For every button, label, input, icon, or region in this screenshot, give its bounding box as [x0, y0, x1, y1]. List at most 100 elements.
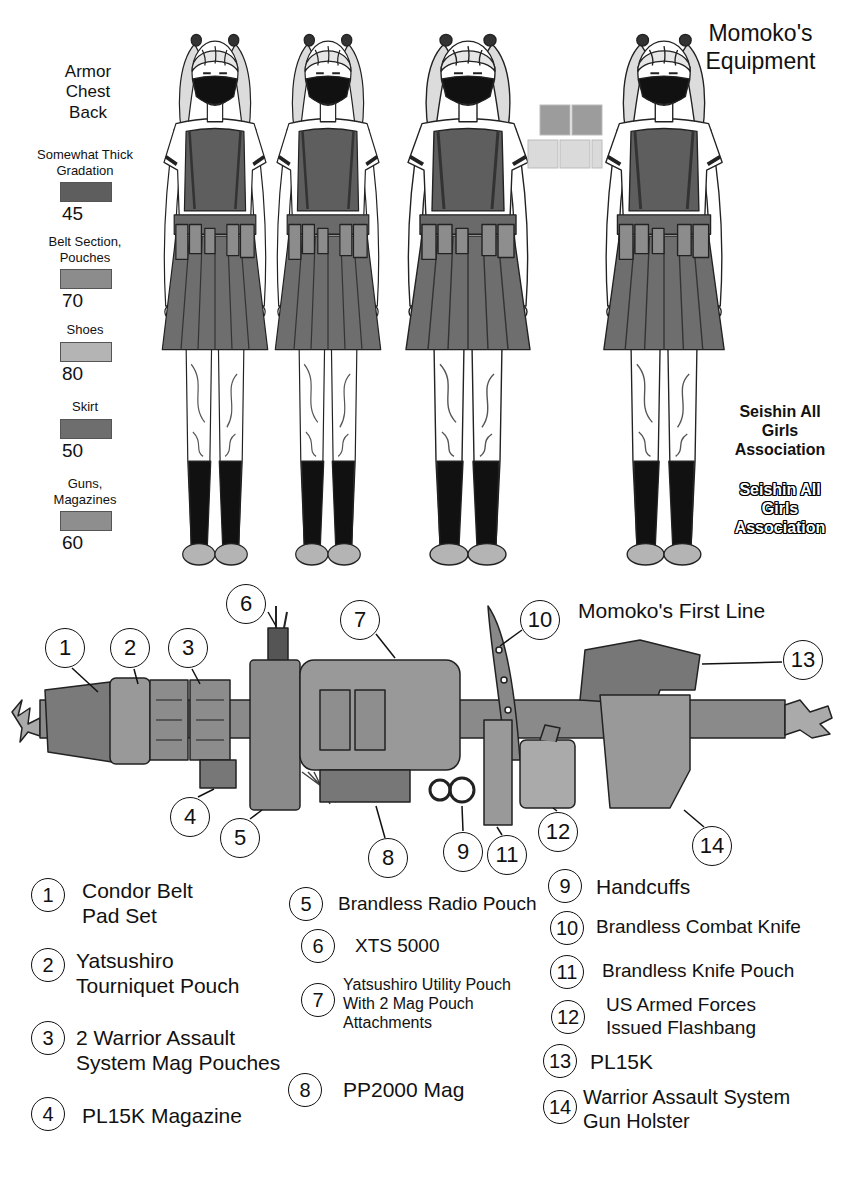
illustration-part: [496, 647, 502, 653]
illustration-part: [156, 700, 224, 740]
legend-swatch: [60, 511, 112, 531]
legend-text: Shoes: [40, 322, 130, 338]
character-figures: [162, 34, 724, 565]
illustration-part: [430, 780, 450, 800]
label-holder: Brandless Combat Knife: [596, 916, 826, 939]
callout-number: 6: [312, 936, 323, 956]
callout-circle: 8: [288, 1073, 322, 1107]
legend-text: Belt Section, Pouches: [40, 234, 130, 265]
figure-side-left: [162, 34, 267, 565]
section-heading: Momoko's First Line: [578, 598, 828, 623]
label-holder: 70: [62, 290, 122, 313]
illustration-part: [528, 140, 558, 168]
illustration-part: [320, 690, 350, 750]
illustration-part: [276, 606, 287, 628]
callout-circle: 9: [548, 869, 582, 903]
label-holder: Armor Chest Back: [50, 62, 126, 123]
illustration-part: [198, 789, 214, 797]
callout-number: 13: [791, 649, 815, 671]
label-holder: Handcuffs: [596, 874, 796, 899]
callout-number: 1: [59, 637, 71, 659]
callout-circle: 8: [368, 838, 408, 878]
label-holder: XTS 5000: [355, 935, 535, 958]
illustration-part: [560, 140, 590, 168]
illustration-part: [505, 707, 511, 713]
belt-illustration: [12, 606, 832, 825]
legend-item: Guns, Magazines: [40, 476, 130, 531]
part-name: XTS 5000: [355, 935, 535, 958]
figure-back: [406, 34, 530, 565]
legend-item: Skirt: [40, 399, 130, 439]
label-holder: 50: [62, 440, 122, 463]
legend-item: Shoes: [40, 322, 130, 362]
sheet-title: Momoko's Equipment: [688, 20, 833, 75]
legend-text: Skirt: [40, 399, 130, 415]
illustration-part: [540, 105, 570, 135]
leader-lines: [72, 612, 782, 838]
callout-number: 3: [182, 637, 194, 659]
title-holder: Momoko's Equipment: [688, 20, 833, 75]
illustration-part: [553, 808, 557, 811]
callout-number: 10: [556, 918, 578, 938]
callout-circle: 13: [543, 1044, 577, 1078]
legend-swatch: [60, 419, 112, 439]
callout-number: 8: [299, 1080, 310, 1100]
callout-number: 14: [549, 1097, 571, 1117]
part-name: Warrior Assault System Gun Holster: [583, 1085, 823, 1133]
callout-number: 11: [496, 844, 519, 866]
callout-circle: 14: [543, 1090, 577, 1124]
callout-circle: 4: [31, 1097, 65, 1131]
callout-number: 8: [382, 847, 394, 869]
illustration-part: [484, 720, 512, 825]
callout-number: 7: [354, 609, 366, 631]
part-name: Yatsushiro Utility Pouch With 2 Mag Pouc…: [343, 975, 543, 1033]
tone-value: 60: [62, 532, 122, 555]
illustration-part: [300, 660, 460, 770]
tone-squares: [528, 105, 602, 168]
label-holder: Yatsushiro Tourniquet Pouch: [76, 948, 276, 998]
label-holder: Brandless Knife Pouch: [602, 960, 827, 983]
callout-number: 4: [42, 1104, 53, 1124]
callout-circle: 12: [538, 812, 578, 852]
callout-circle: 6: [301, 929, 335, 963]
illustration-part: [110, 678, 150, 764]
illustration-part: [12, 700, 40, 742]
callout-number: 2: [124, 637, 136, 659]
illustration-part: [497, 827, 502, 835]
callout-circle: 5: [220, 818, 260, 858]
callout-circle: 2: [31, 948, 65, 982]
illustration-part: [702, 662, 782, 664]
illustration-part: [684, 810, 704, 827]
callout-number: 14: [700, 835, 724, 857]
illustration-part: [600, 695, 690, 808]
part-name: Brandless Knife Pouch: [602, 960, 827, 983]
callout-circle: 11: [550, 955, 584, 989]
label-holder: 45: [62, 203, 122, 226]
callout-circle: 7: [301, 983, 335, 1017]
callout-number: 2: [42, 955, 53, 975]
callout-number: 7: [312, 990, 323, 1010]
callout-number: 12: [546, 821, 570, 843]
callout-circle: 3: [31, 1021, 65, 1055]
callout-circle: 6: [226, 584, 266, 624]
category-heading: Armor Chest Back: [50, 62, 126, 123]
illustration-part: [592, 140, 602, 168]
callout-number: 9: [457, 841, 469, 863]
group-name: Seishin All Girls Association: [724, 480, 836, 538]
tone-value: 70: [62, 290, 122, 313]
illustration-part: [268, 612, 276, 626]
label-holder: Seishin All Girls Association: [724, 402, 836, 460]
callout-circle: 11: [487, 835, 527, 875]
callout-number: 12: [557, 1007, 579, 1027]
label-holder: Brandless Radio Pouch: [338, 893, 543, 916]
illustration-part: [462, 806, 463, 831]
label-holder: 60: [62, 532, 122, 555]
callout-circle: 10: [520, 600, 560, 640]
illustration-part: [500, 630, 522, 646]
label-holder: 2 Warrior Assault System Mag Pouches: [76, 1025, 291, 1075]
legend-swatch: [60, 182, 112, 202]
callout-number: 5: [234, 827, 246, 849]
part-name: PL15K: [590, 1049, 740, 1074]
legend-item: Somewhat Thick Gradation: [25, 147, 145, 202]
callout-number: 6: [240, 593, 252, 615]
